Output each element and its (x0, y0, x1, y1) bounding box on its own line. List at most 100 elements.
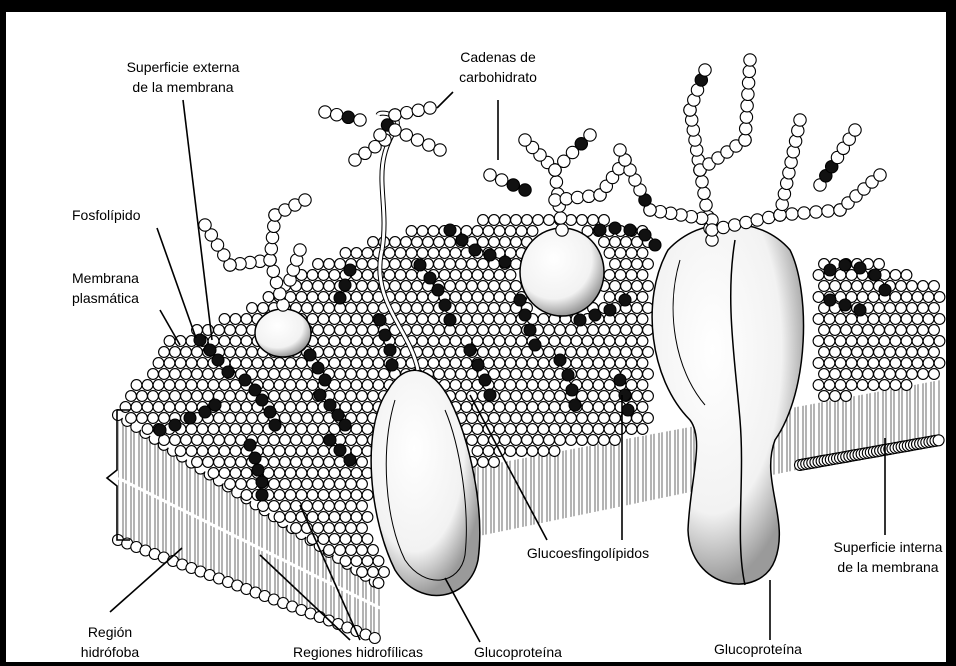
lipid-head (467, 325, 478, 336)
lipid-head (637, 336, 648, 347)
lipid-head (285, 512, 296, 523)
lipid-head (390, 237, 401, 248)
lipid-head (390, 281, 401, 292)
lipid-head (489, 325, 500, 336)
lipid-head (439, 270, 450, 281)
dark-sugar-bead (264, 406, 276, 418)
lipid-head (489, 347, 500, 358)
lipid-head (549, 336, 560, 347)
label-glycoprotein-left: Glucoproteína (474, 644, 562, 660)
lipid-head (357, 567, 368, 578)
lipid-head (417, 336, 428, 347)
lipid-head (164, 402, 175, 413)
lipid-head (296, 468, 307, 479)
lipid-head (159, 391, 170, 402)
lipid-head (329, 314, 340, 325)
lipid-head (637, 248, 648, 259)
lipid-head (849, 124, 861, 136)
lipid-head (335, 259, 346, 270)
dark-sugar-bead (444, 224, 456, 236)
lipid-head (269, 457, 280, 468)
lipid-head (632, 325, 643, 336)
lipid-head (643, 413, 654, 424)
lipid-head (489, 215, 500, 226)
lipid-head (511, 391, 522, 402)
lipid-head (813, 292, 824, 303)
lipid-head (263, 446, 274, 457)
lipid-head (610, 237, 621, 248)
lipid-head (357, 523, 368, 534)
lipid-head (263, 292, 274, 303)
lipid-head (428, 336, 439, 347)
lipid-head (368, 369, 379, 380)
lipid-head (841, 281, 852, 292)
lipid-head (478, 325, 489, 336)
lipid-head (519, 134, 531, 146)
lipid-head (472, 424, 483, 435)
lipid-head (285, 424, 296, 435)
lipid-head (533, 369, 544, 380)
lipid-head (291, 435, 302, 446)
lipid-head (307, 380, 318, 391)
lipid-head (500, 281, 511, 292)
lipid-head (819, 281, 830, 292)
lipid-head (296, 402, 307, 413)
lipid-head (362, 270, 373, 281)
dark-sugar-bead (334, 444, 346, 456)
lipid-head (357, 391, 368, 402)
lipid-head (302, 435, 313, 446)
lipid-head (423, 303, 434, 314)
lipid-head (615, 314, 626, 325)
dark-sugar-bead (824, 264, 836, 276)
lipid-head (516, 226, 527, 237)
lipid-head (610, 325, 621, 336)
lipid-head (324, 347, 335, 358)
lipid-head (340, 468, 351, 479)
lipid-head (357, 501, 368, 512)
lipid-head (588, 391, 599, 402)
lipid-head (740, 111, 752, 123)
lipid-head (236, 413, 247, 424)
lipid-head (813, 336, 824, 347)
lipid-head (496, 174, 508, 186)
dark-sugar-bead (472, 359, 484, 371)
lipid-head (357, 281, 368, 292)
lipid-head (643, 391, 654, 402)
lipid-head (879, 314, 890, 325)
lipid-head (346, 501, 357, 512)
lipid-head (368, 281, 379, 292)
lipid-head (522, 369, 533, 380)
lipid-head (538, 358, 549, 369)
lipid-head (637, 424, 648, 435)
lipid-head (318, 512, 329, 523)
lipid-head (813, 358, 824, 369)
lipid-head (164, 336, 175, 347)
lipid-head (743, 65, 755, 77)
lipid-head (225, 391, 236, 402)
lipid-head (285, 402, 296, 413)
lipid-head (291, 413, 302, 424)
lipid-head (566, 435, 577, 446)
lipid-head (604, 402, 615, 413)
lipid-head (626, 358, 637, 369)
lipid-head (351, 424, 362, 435)
lipid-head (417, 226, 428, 237)
lipid-head (219, 424, 230, 435)
lipid-head (379, 567, 390, 578)
lipid-head (494, 292, 505, 303)
lipid-head (230, 424, 241, 435)
lipid-head (241, 314, 252, 325)
dark-sugar-bead (334, 292, 346, 304)
lipid-head (467, 281, 478, 292)
lipid-head (362, 314, 373, 325)
lipid-head (912, 292, 923, 303)
lipid-head (208, 468, 219, 479)
lipid-head (197, 380, 208, 391)
lipid-head (274, 490, 285, 501)
lipid-head (186, 402, 197, 413)
dark-sugar-bead (514, 294, 526, 306)
lipid-head (621, 325, 632, 336)
lipid-head (901, 358, 912, 369)
lipid-head (219, 380, 230, 391)
